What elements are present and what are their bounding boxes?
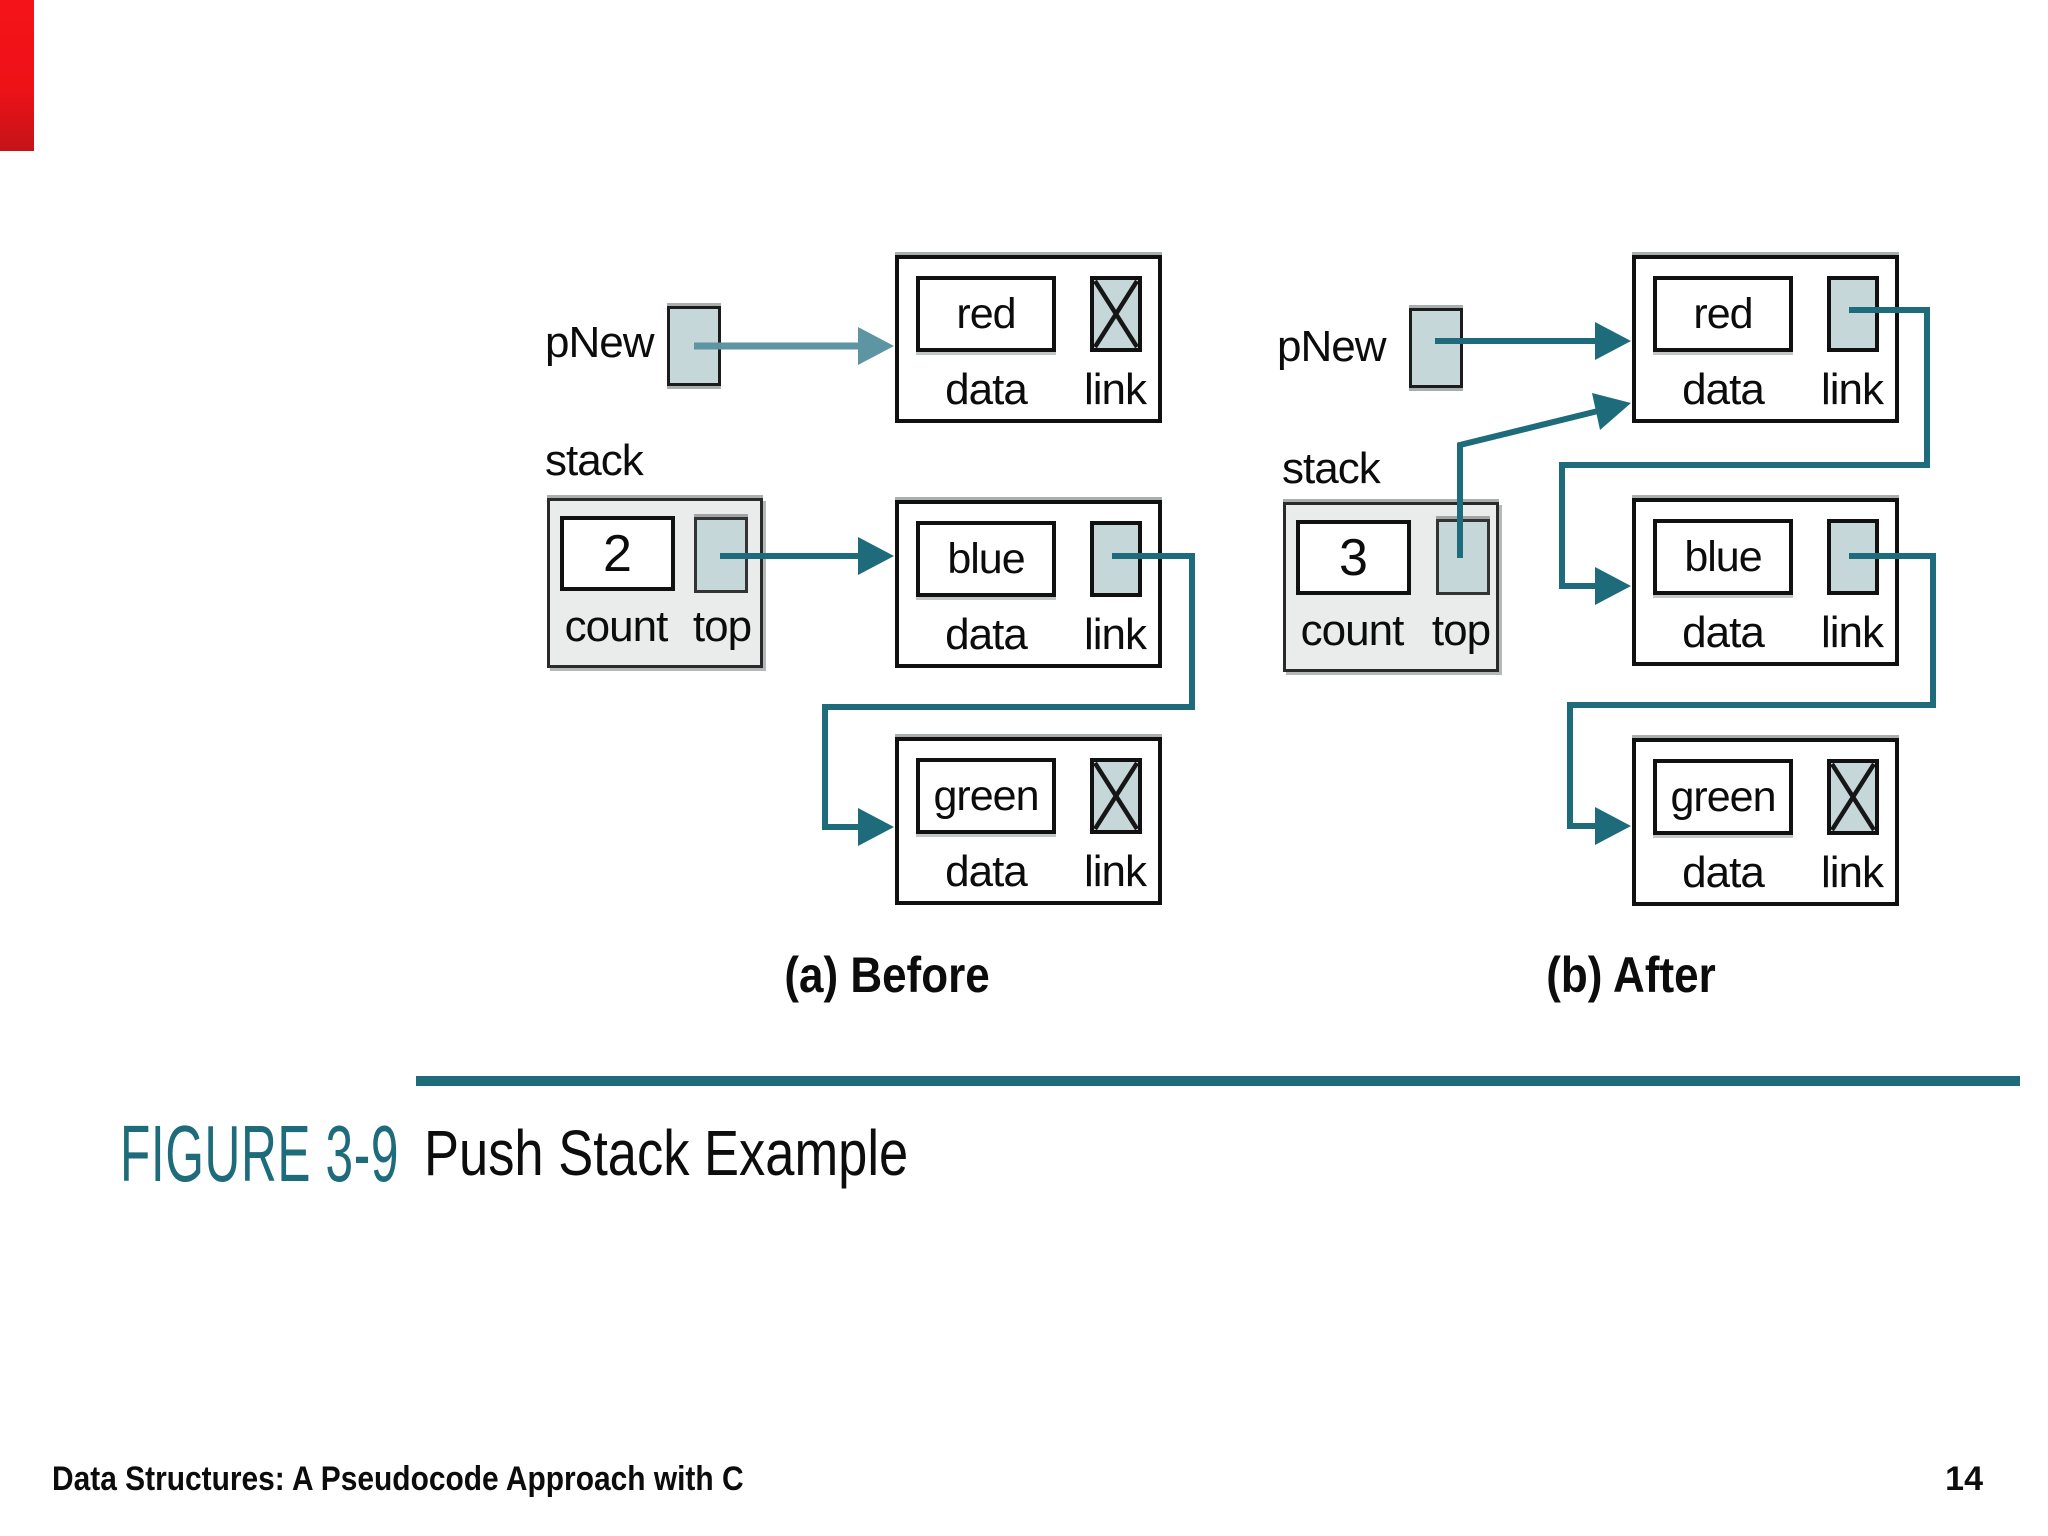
top-label-b: top [1431,606,1491,655]
node-link-label: link [1820,848,1884,897]
node-data-value: green [933,771,1040,820]
null-x-icon [1094,280,1138,348]
node-link-label: link [1083,610,1147,659]
node-data-label: data [945,610,1028,659]
pnew-label-b: pNew [1277,322,1386,371]
caption-after: (b) After [1546,947,1716,1003]
node-data-label: data [1682,848,1765,897]
count-box-a: 2 [560,516,675,591]
node-link-label: link [1083,365,1147,414]
top-pointer-box-a [694,517,748,593]
node-link-label: link [1083,847,1147,896]
node-data-box: red [916,276,1056,352]
node-data-box: blue [1653,519,1793,595]
node-data-label: data [945,847,1028,896]
red-to-blue-arrowhead-b [1595,567,1631,605]
node-data-box: red [1653,276,1793,352]
pnew-label-a: pNew [545,318,654,367]
stack-label-a: stack [545,436,644,485]
top-label-a: top [692,602,752,651]
count-label-b: count [1300,606,1405,655]
count-label-a: count [564,602,669,651]
node-data-value: blue [1684,532,1762,581]
node-data-value: blue [947,534,1025,583]
page-number: 14 [1945,1460,1983,1498]
node-link-label: link [1820,608,1884,657]
node-link-box [1827,519,1879,595]
caption-before: (a) Before [784,947,990,1003]
node-link-box [1827,759,1879,835]
node-blue-a: blue data link [895,500,1162,668]
node-data-label: data [1682,365,1765,414]
figure-divider-rule [416,1076,2020,1086]
count-box-b: 3 [1296,520,1411,595]
pnew-arrowhead-a [858,327,894,365]
figure-title: Push Stack Example [424,1117,909,1189]
node-blue-b: blue data link [1632,498,1899,666]
node-data-value: red [956,289,1016,338]
node-link-box [1090,758,1142,834]
blue-to-green-arrowhead-a [858,808,894,846]
pnew-pointer-box-a [667,306,721,386]
node-data-box: green [916,758,1056,834]
stack-label-b: stack [1282,444,1381,493]
red-accent-bar [0,0,34,151]
stack-box-a: 2 count top [547,498,763,668]
null-x-icon [1831,763,1875,831]
node-data-label: data [1682,608,1765,657]
pnew-pointer-box-b [1409,308,1463,388]
node-link-box [1090,521,1142,597]
node-link-box [1827,276,1879,352]
node-data-value: red [1693,289,1753,338]
top-to-red-arrowhead-b [1592,393,1631,430]
node-green-a: green data link [895,737,1162,905]
node-green-b: green data link [1632,738,1899,906]
node-red-a: red data link [895,255,1162,423]
top-arrowhead-a [858,537,894,575]
top-pointer-box-b [1436,519,1490,595]
null-x-icon [1094,762,1138,830]
node-data-box: blue [916,521,1056,597]
pnew-arrowhead-b [1595,322,1631,360]
node-red-b: red data link [1632,255,1899,423]
node-link-box [1090,276,1142,352]
footer-text: Data Structures: A Pseudocode Approach w… [52,1460,744,1498]
stack-box-b: 3 count top [1283,502,1499,672]
node-data-label: data [945,365,1028,414]
node-link-label: link [1820,365,1884,414]
node-data-value: green [1670,772,1777,821]
blue-to-green-arrowhead-b [1595,807,1631,845]
node-data-box: green [1653,759,1793,835]
figure-label: FIGURE 3-9 [120,1109,400,1198]
